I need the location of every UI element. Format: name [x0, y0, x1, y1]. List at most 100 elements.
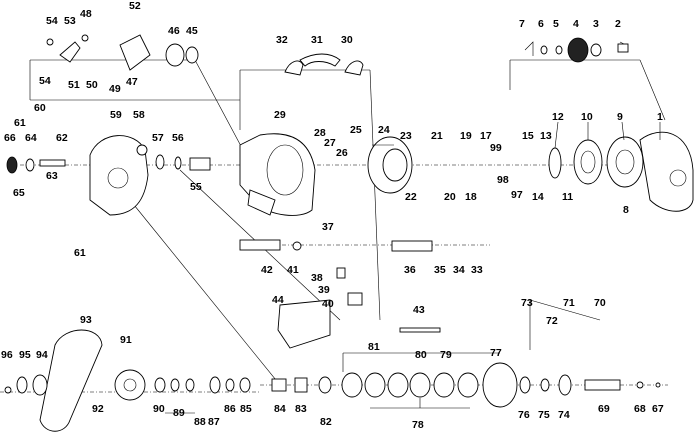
label-59: 59: [110, 109, 122, 121]
label-87: 87: [208, 416, 220, 428]
worm-shaft: [391, 240, 433, 252]
label-34: 34: [453, 264, 465, 276]
label-14: 14: [532, 191, 544, 203]
label-97: 97: [511, 189, 523, 201]
label-11: 11: [562, 191, 573, 203]
label-26: 26: [336, 147, 348, 159]
label-76: 76: [518, 409, 530, 421]
label-74: 74: [558, 409, 570, 421]
pinion: [189, 157, 211, 171]
label-90: 90: [153, 403, 165, 415]
label-66: 66: [4, 132, 16, 144]
label-98: 98: [497, 174, 509, 186]
label-15: 15: [522, 130, 534, 142]
label-77: 77: [490, 347, 502, 359]
label-6: 6: [538, 18, 544, 30]
label-61b: 61: [74, 247, 86, 259]
label-89: 89: [173, 407, 185, 419]
label-67: 67: [652, 403, 664, 415]
label-52: 52: [129, 0, 141, 12]
label-9: 9: [617, 111, 623, 123]
drag-10: [573, 139, 603, 185]
label-51: 51: [68, 79, 80, 91]
label-61a: 61: [14, 117, 26, 129]
label-45: 45: [186, 25, 198, 37]
label-27: 27: [324, 137, 336, 149]
label-78: 78: [412, 419, 424, 431]
label-36: 36: [404, 264, 416, 276]
side-plate: [89, 135, 149, 216]
label-86: 86: [224, 403, 236, 415]
label-56: 56: [172, 132, 184, 144]
label-43: 43: [413, 304, 425, 316]
label-71: 71: [563, 297, 575, 309]
label-4: 4: [573, 18, 579, 30]
label-42: 42: [261, 264, 273, 276]
label-79: 79: [440, 349, 452, 361]
label-20: 20: [444, 191, 456, 203]
label-83: 83: [295, 403, 307, 415]
label-75: 75: [538, 409, 550, 421]
label-95: 95: [19, 349, 31, 361]
label-3: 3: [593, 18, 599, 30]
label-96: 96: [1, 349, 13, 361]
housing-9: [606, 136, 644, 188]
label-48: 48: [80, 8, 92, 20]
label-5: 5: [553, 18, 559, 30]
label-62: 62: [56, 132, 68, 144]
label-54b: 54: [39, 75, 51, 87]
label-49: 49: [109, 83, 121, 95]
label-41: 41: [287, 264, 299, 276]
label-30: 30: [341, 34, 353, 46]
label-37: 37: [322, 221, 334, 233]
label-54a: 54: [46, 15, 58, 27]
label-33: 33: [471, 264, 483, 276]
label-46: 46: [168, 25, 180, 37]
label-35: 35: [434, 264, 446, 276]
parts: [4, 34, 694, 432]
label-47: 47: [126, 76, 138, 88]
label-82: 82: [320, 416, 332, 428]
label-72: 72: [546, 315, 558, 327]
label-63: 63: [46, 170, 58, 182]
label-7: 7: [519, 18, 525, 30]
label-39: 39: [318, 284, 330, 296]
main-gear: [482, 362, 518, 408]
label-80: 80: [415, 349, 427, 361]
label-94: 94: [36, 349, 48, 361]
label-85: 85: [240, 403, 252, 415]
label-99: 99: [490, 142, 502, 154]
label-32: 32: [276, 34, 288, 46]
label-55: 55: [190, 181, 202, 193]
part-labels: 1 2 3 4 5 6 7 8 9 10 11 12 13 14 15 17 1…: [1, 0, 664, 431]
label-25: 25: [350, 124, 362, 136]
label-58: 58: [133, 109, 145, 121]
label-64: 64: [25, 132, 37, 144]
label-57: 57: [152, 132, 164, 144]
label-38: 38: [311, 272, 323, 284]
label-93: 93: [80, 314, 92, 326]
label-88: 88: [194, 416, 206, 428]
label-44: 44: [272, 294, 284, 306]
label-19: 19: [460, 130, 472, 142]
label-60: 60: [34, 102, 46, 114]
label-22: 22: [405, 191, 417, 203]
handle: [39, 329, 103, 432]
frame-plate: [247, 189, 276, 216]
label-24: 24: [378, 124, 390, 136]
label-91: 91: [120, 334, 132, 346]
label-21: 21: [431, 130, 443, 142]
label-12: 12: [552, 111, 564, 123]
label-31: 31: [311, 34, 323, 46]
label-73: 73: [521, 297, 533, 309]
label-29: 29: [274, 109, 286, 121]
washer-12: [548, 147, 562, 179]
label-18: 18: [465, 191, 477, 203]
label-50: 50: [86, 79, 98, 91]
label-81: 81: [368, 341, 380, 353]
label-13: 13: [540, 130, 552, 142]
label-28: 28: [314, 127, 326, 139]
leader-lines: [165, 41, 661, 414]
label-2: 2: [615, 18, 621, 30]
